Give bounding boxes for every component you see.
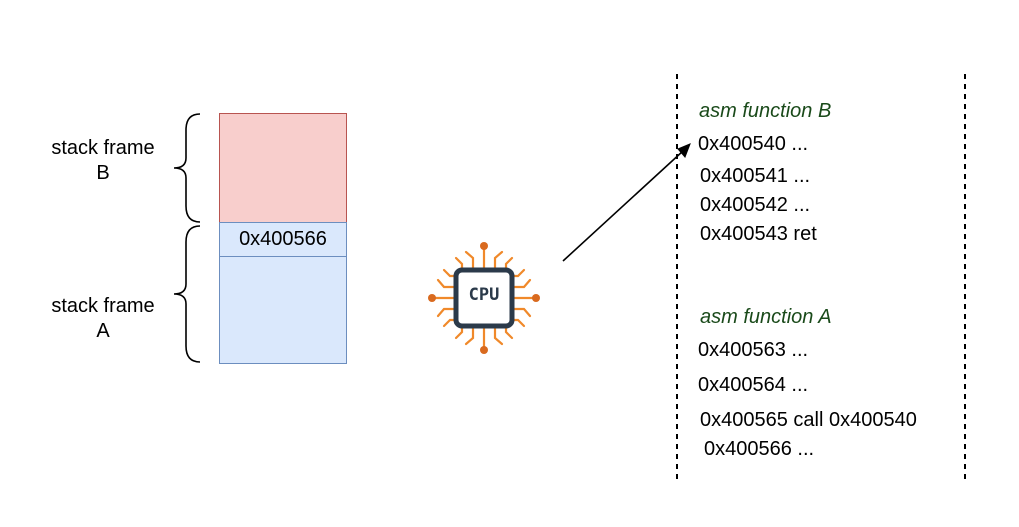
asm-a-line-4: 0x400566 ...: [704, 438, 815, 460]
stack-frame-a-brace: [173, 225, 201, 363]
stack-frame-a-label: stack frame A: [38, 294, 168, 344]
code-region-right-border: [964, 74, 966, 482]
asm-b-line-2: 0x400541 ...: [700, 165, 811, 187]
return-address-text: 0x400566: [239, 228, 327, 250]
stack-frame-b-label-line1: stack frame: [51, 137, 155, 159]
stack-frame-a-label-line1: stack frame: [51, 295, 155, 317]
asm-a-line-1: 0x400563 ...: [698, 339, 809, 361]
return-address-cell: 0x400566: [219, 222, 347, 257]
asm-b-line-1: 0x400540 ...: [698, 133, 809, 155]
asm-a-line-3: 0x400565 call 0x400540: [700, 409, 917, 431]
stack-frame-b-label: stack frame B: [38, 136, 168, 186]
asm-function-b-title: asm function B: [699, 100, 832, 122]
asm-b-line-4: 0x400543 ret: [700, 223, 817, 245]
code-region-left-border: [676, 74, 678, 482]
asm-b-line-3: 0x400542 ...: [700, 194, 811, 216]
stack-frame-a-box: [219, 256, 347, 364]
asm-function-a-title: asm function A: [700, 306, 832, 328]
stack-frame-a-label-line2: A: [96, 320, 110, 342]
stack-frame-b-brace: [173, 113, 201, 223]
cpu-label: CPU: [468, 285, 500, 305]
asm-a-line-2: 0x400564 ...: [698, 374, 809, 396]
cpu-icon: CPU: [426, 240, 542, 356]
stack-frame-b-label-line2: B: [96, 162, 110, 184]
